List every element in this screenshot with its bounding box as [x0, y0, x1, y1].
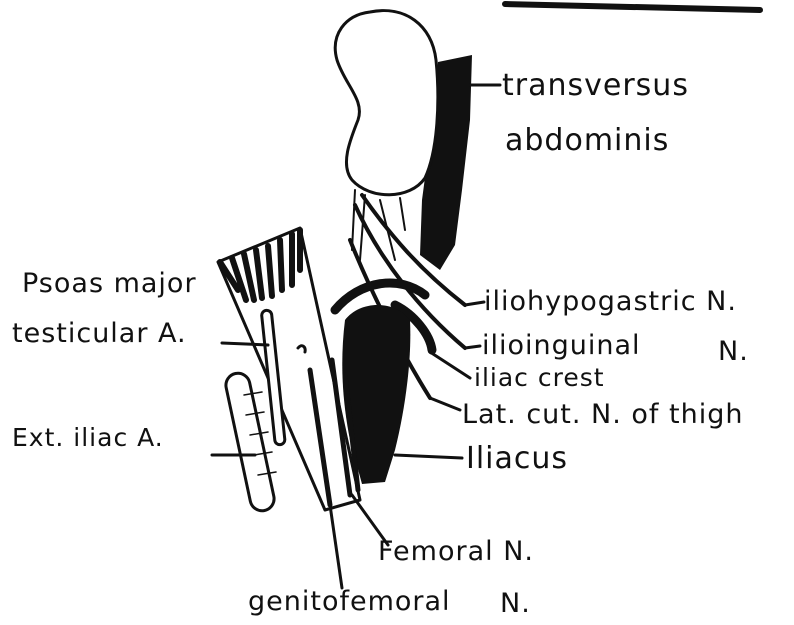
label-testicular-a: testicular A.: [12, 318, 187, 349]
label-ext-iliac-a: Ext. iliac A.: [12, 423, 164, 452]
label-ilioinguinal-n: N.: [718, 336, 749, 367]
label-iliohypogastric: iliohypogastric N.: [484, 286, 737, 317]
label-iliacus: Iliacus: [466, 441, 568, 476]
label-ilioinguinal: ilioinguinal: [482, 330, 641, 361]
leader-iliohypogastric: [465, 302, 484, 305]
label-iliac-crest: iliac crest: [474, 363, 605, 392]
leader-testicular: [222, 343, 268, 345]
top-border-stroke: [505, 4, 760, 10]
leader-genitofemoral: [330, 505, 342, 588]
leader-lat-cut: [430, 398, 460, 410]
psoas-hatching: [220, 230, 300, 300]
leader-ilioinguinal: [465, 346, 480, 348]
label-genitofemoral-n: N.: [500, 588, 531, 619]
label-abdominis: abdominis: [505, 123, 669, 158]
testicular-artery-vessel: [261, 310, 285, 445]
leader-iliacus: [395, 455, 462, 458]
leader-iliac-crest: [430, 352, 470, 378]
label-lat-cut-n: Lat. cut. N. of thigh: [462, 399, 743, 430]
label-transversus: transversus: [502, 68, 689, 103]
small-vessel: [298, 346, 305, 352]
label-psoas-major: Psoas major: [22, 268, 197, 299]
kidney-shape: [335, 11, 438, 195]
label-genitofemoral: genitofemoral: [248, 586, 451, 617]
label-femoral-n: Femoral N.: [378, 536, 534, 567]
